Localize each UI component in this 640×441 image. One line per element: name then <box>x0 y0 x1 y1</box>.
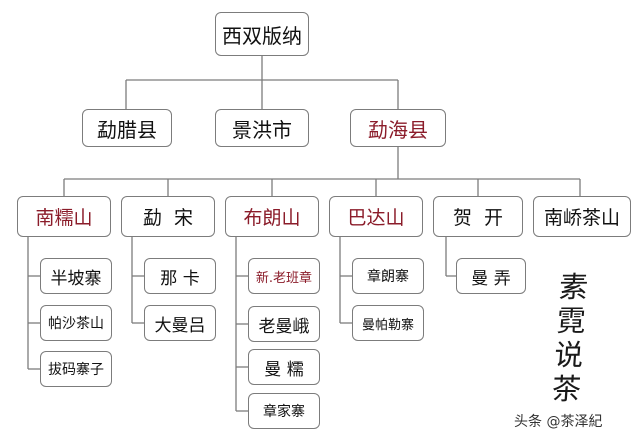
village-box: 老曼峨 <box>248 306 320 342</box>
village-box: 曼帕勒寨 <box>352 305 424 341</box>
area-nanqiaochashan: 南峤茶山 <box>533 196 631 237</box>
village-box: 章朗寨 <box>352 258 424 294</box>
calligraphy-char: 素 <box>557 270 590 304</box>
village-label: 新.老班章 <box>255 270 313 286</box>
area-label: 贺 开 <box>452 207 504 229</box>
root-node: 西双版纳 <box>215 12 309 56</box>
village-label: 章家寨 <box>263 404 305 420</box>
village-box: 章家寨 <box>248 393 320 429</box>
village-box: 曼 弄 <box>456 258 526 294</box>
village-box: 拔码寨子 <box>40 351 112 387</box>
county-menghai: 勐海县 <box>350 109 446 147</box>
area-label: 勐 宋 <box>142 207 194 229</box>
village-box: 帕沙茶山 <box>40 305 112 341</box>
county-mengla: 勐腊县 <box>82 109 172 147</box>
village-label: 老曼峨 <box>258 316 310 337</box>
village-label: 帕沙茶山 <box>48 316 104 332</box>
village-label: 那 卡 <box>160 268 200 289</box>
county-jinghong: 景洪市 <box>215 109 309 147</box>
village-label: 曼 糯 <box>264 359 304 380</box>
area-label: 南峤茶山 <box>543 207 620 229</box>
village-box: 半坡寨 <box>40 258 112 294</box>
county-label: 勐海县 <box>368 117 428 142</box>
calligraphy-char: 霓 <box>555 304 587 338</box>
root-label: 西双版纳 <box>222 23 302 48</box>
calligraphy-char: 茶 <box>550 372 583 406</box>
village-box: 那 卡 <box>144 258 216 294</box>
area-bulangshan: 布朗山 <box>225 196 319 237</box>
village-label: 大曼吕 <box>154 315 206 336</box>
village-label: 曼 弄 <box>471 268 511 289</box>
village-label: 半坡寨 <box>50 268 102 289</box>
area-badashan: 巴达山 <box>329 196 423 237</box>
village-box: 新.老班章 <box>248 258 320 294</box>
area-mengsong: 勐 宋 <box>121 196 215 237</box>
area-label: 南糯山 <box>35 207 93 229</box>
village-label: 拔码寨子 <box>48 362 104 378</box>
village-label: 曼帕勒寨 <box>361 317 414 333</box>
area-hekai: 贺 开 <box>433 196 523 237</box>
village-box: 大曼吕 <box>144 305 216 341</box>
area-nannuoshan: 南糯山 <box>17 196 111 237</box>
area-label: 巴达山 <box>347 207 405 229</box>
calligraphy-char: 说 <box>553 338 585 372</box>
area-label: 布朗山 <box>243 207 301 229</box>
village-box: 曼 糯 <box>248 349 320 385</box>
watermark: 头条 @茶泽紀 <box>514 414 603 430</box>
county-label: 景洪市 <box>232 117 292 142</box>
county-label: 勐腊县 <box>97 117 157 142</box>
village-label: 章朗寨 <box>367 269 409 285</box>
